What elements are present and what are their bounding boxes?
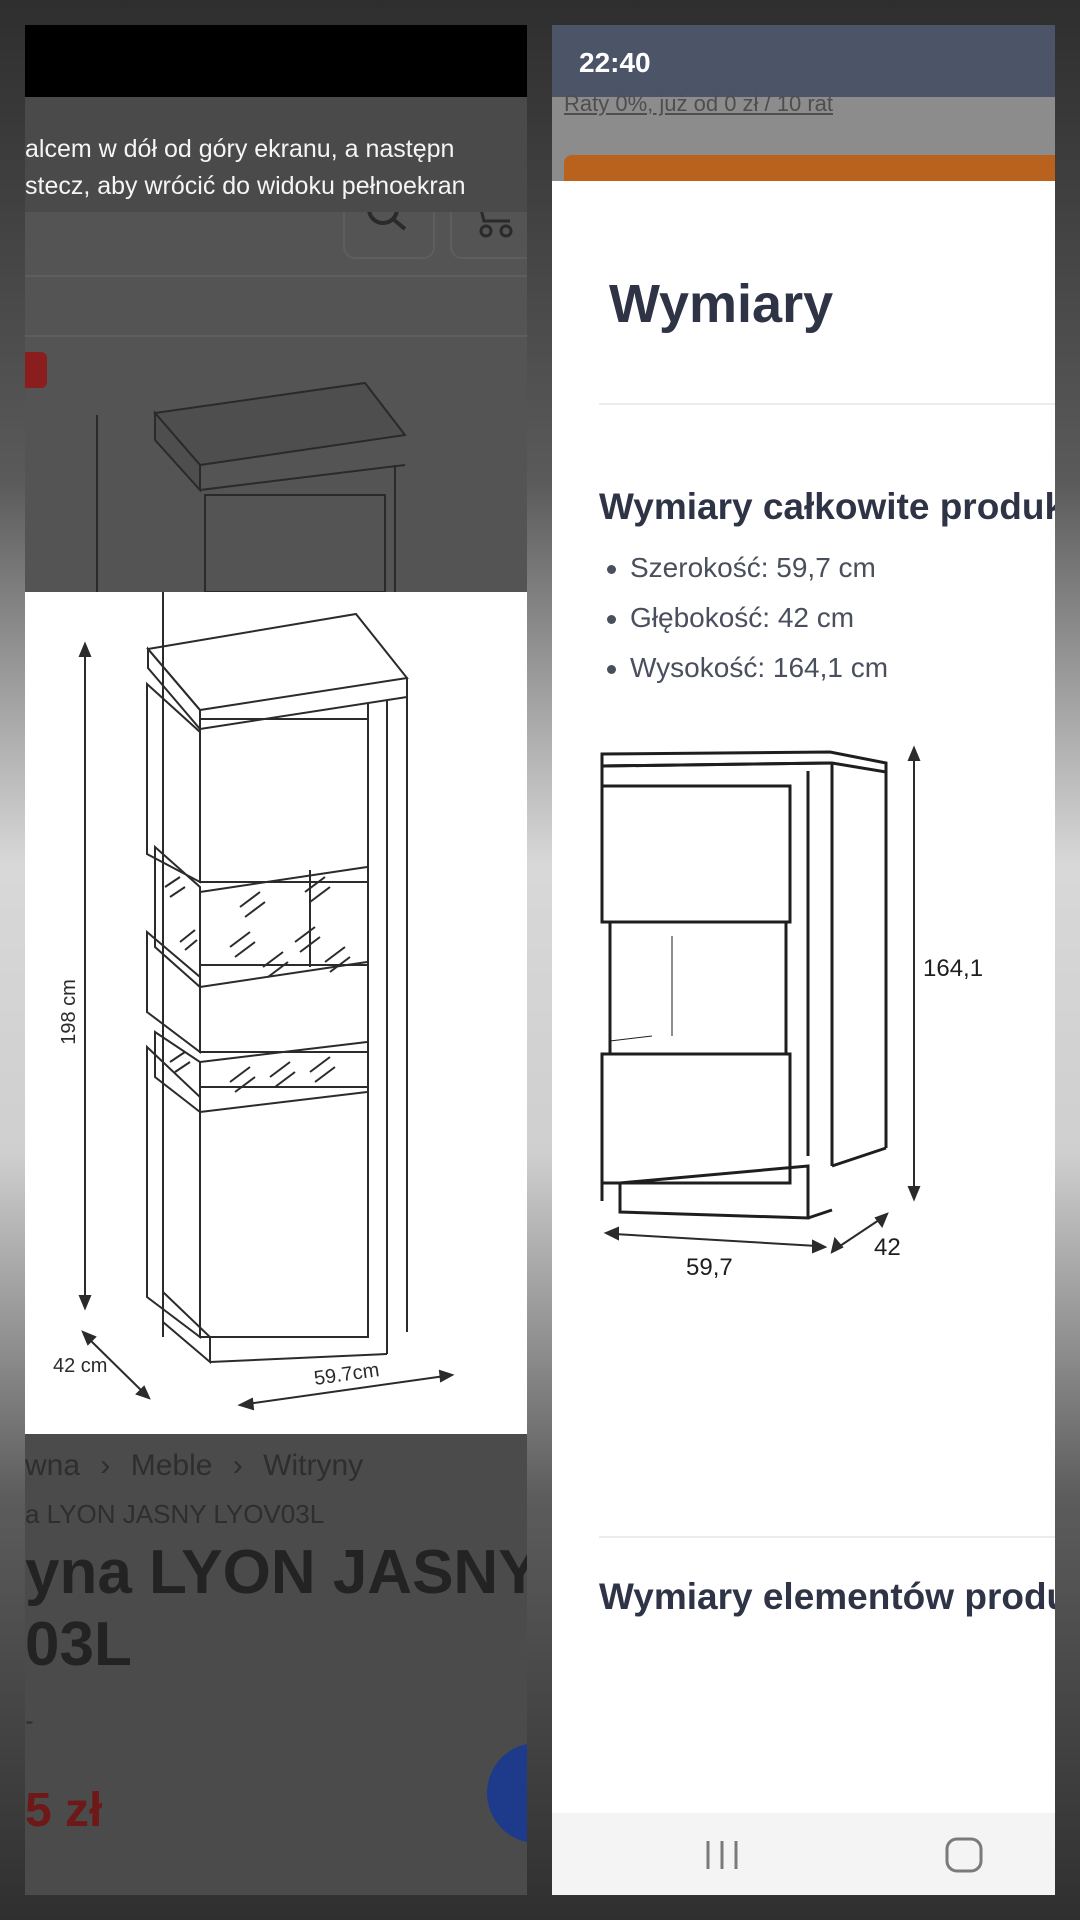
width-label: 59.7cm <box>313 1359 381 1390</box>
height-label: 164,1 <box>923 955 983 982</box>
rating-dash: - <box>25 1707 34 1735</box>
depth-label: 42 cm <box>53 1355 107 1377</box>
dimension-depth-text: Głębokość: 42 cm <box>630 602 855 633</box>
right-screenshot: 22:40 Raty 0%, już od 0 zł / 10 rat Wymi… <box>552 25 1055 1895</box>
dimensions-sheet: Wymiary Wymiary całkowite produktu Szero… <box>552 181 1055 1813</box>
recent-apps-icon[interactable] <box>702 1835 746 1875</box>
dimension-width-text: Szerokość: 59,7 cm <box>630 552 876 583</box>
depth-label: 42 <box>874 1234 901 1261</box>
product-title-line1: yna LYON JASNY <box>25 1538 527 1607</box>
dimensions-list: Szerokość: 59,7 cm Głębokość: 42 cm Wyso… <box>607 543 888 693</box>
sheet-title: Wymiary <box>609 274 834 334</box>
fullscreen-hint-toast: alcem w dół od góry ekranu, a następn st… <box>25 97 527 212</box>
cabinet-drawing-right: 164,1 59,7 42 <box>600 745 983 1281</box>
product-title-line2: 03L <box>25 1610 132 1679</box>
header-divider <box>25 275 527 277</box>
dimension-height-text: Wysokość: 164,1 cm <box>630 652 889 683</box>
dimension-width: Szerokość: 59,7 cm <box>607 543 888 593</box>
left-screenshot: alcem w dół od góry ekranu, a następn st… <box>25 25 527 1895</box>
breadcrumb: wna › Meble › Witryny <box>25 1449 375 1483</box>
product-price: 5 zł <box>25 1784 103 1837</box>
width-label: 59,7 <box>686 1254 733 1281</box>
title-divider <box>599 403 1055 405</box>
breadcrumb-item-home[interactable]: wna <box>25 1449 81 1482</box>
android-nav-bar <box>552 1813 1055 1895</box>
breadcrumb-item-meble[interactable]: Meble <box>130 1449 213 1482</box>
bullet <box>607 665 616 675</box>
height-label: 198 cm <box>58 979 80 1045</box>
product-image-zoom[interactable]: 198 cm 42 cm 59.7cm <box>25 592 527 1434</box>
breadcrumb-item-witryny[interactable]: Witryny <box>263 1449 364 1482</box>
breadcrumb-separator: › <box>100 1449 111 1482</box>
status-time: 22:40 <box>579 47 651 78</box>
product-sku-line: a LYON JASNY LYOV03L <box>25 1499 325 1529</box>
dimension-height: Wysokość: 164,1 cm <box>607 643 888 693</box>
product-title: yna LYON JASNY 03L <box>25 1537 527 1681</box>
dimmed-product-info <box>25 1434 527 1895</box>
content-divider <box>25 335 527 337</box>
breadcrumb-separator: › <box>232 1449 243 1482</box>
hint-line-1: alcem w dół od góry ekranu, a następn <box>25 135 455 163</box>
thumbnail-preview <box>96 381 407 592</box>
installment-link: Raty 0%, już od 0 zł / 10 rat <box>564 91 834 116</box>
bullet <box>607 565 616 575</box>
section-divider <box>599 1536 1055 1538</box>
sale-badge <box>25 352 47 388</box>
home-icon[interactable] <box>942 1835 986 1875</box>
status-bar: 22:40 <box>552 25 1055 97</box>
section-overall-title: Wymiary całkowite produktu <box>599 486 1055 527</box>
cabinet-drawing-left: 198 cm 42 cm 59.7cm <box>53 592 455 1411</box>
hint-line-2: stecz, aby wrócić do widoku pełnoekran <box>25 172 466 200</box>
accent-bar <box>564 155 1055 181</box>
top-black-bar <box>25 25 527 97</box>
bullet <box>607 615 616 625</box>
section-elements-title: Wymiary elementów produktu <box>599 1576 1055 1617</box>
dimension-depth: Głębokość: 42 cm <box>607 593 888 643</box>
